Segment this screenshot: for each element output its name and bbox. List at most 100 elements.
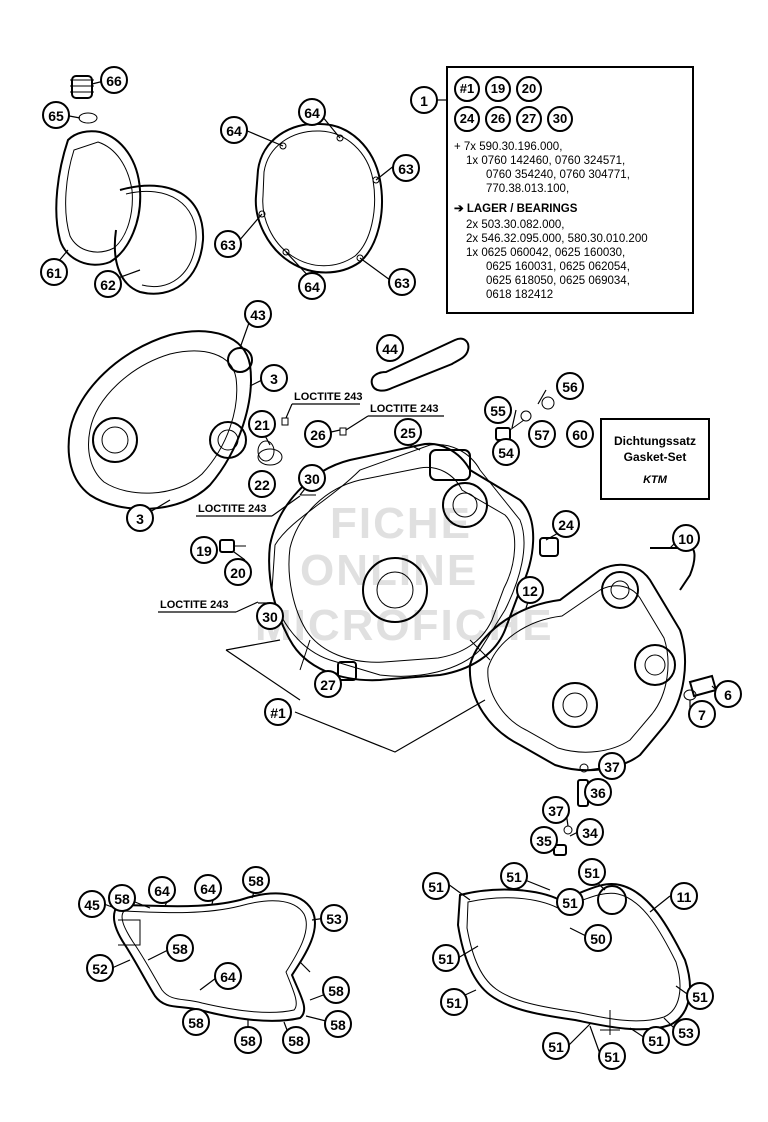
callout-circle (530, 826, 558, 854)
callout-label: 50 (590, 931, 606, 947)
callout-circle (248, 410, 276, 438)
clutch-cover-drawing (55, 75, 205, 295)
loctite-label: LOCTITE 243 (294, 391, 362, 403)
callout-label: 53 (326, 911, 342, 927)
callout-circle (686, 982, 714, 1010)
svg-text:ONLINE: ONLINE (300, 546, 478, 595)
case-gasket-drawing (271, 443, 525, 677)
part-callout: 64 (298, 98, 326, 126)
callout-circle (242, 866, 270, 894)
part-callout: 35 (530, 826, 558, 854)
callout-label: 63 (398, 161, 414, 177)
kit-refs-row-2: 24 26 27 30 (454, 106, 694, 132)
callout-circle (598, 752, 626, 780)
callout-label: 60 (572, 427, 588, 443)
callout-label: 26 (310, 427, 326, 443)
callout-circle (422, 872, 450, 900)
callout-circle (320, 904, 348, 932)
callout-label: 43 (250, 307, 266, 323)
callout-circle (578, 858, 606, 886)
callout-label: 54 (498, 445, 514, 461)
loctite-label: LOCTITE 243 (370, 403, 438, 415)
part-callout: 58 (322, 976, 350, 1004)
kit-ref-badge: 26 (485, 106, 511, 132)
callout-label: 51 (584, 865, 600, 881)
callout-label: 10 (678, 531, 694, 547)
part-callout: 53 (320, 904, 348, 932)
part-callout: 7 (688, 700, 716, 728)
callout-circle (576, 818, 604, 846)
part-callout: 54 (492, 438, 520, 466)
callout-circle (298, 464, 326, 492)
part-callout: 58 (108, 884, 136, 912)
callout-label: 51 (604, 1049, 620, 1065)
callout-label: 58 (240, 1033, 256, 1049)
part-callout: 22 (248, 470, 276, 498)
callout-label: 62 (100, 277, 116, 293)
callout-circle (672, 1018, 700, 1046)
callout-label: 58 (328, 983, 344, 999)
kit-heading: ➔ LAGER / BEARINGS (454, 203, 578, 215)
part-callout: 37 (598, 752, 626, 780)
callout-circle (542, 1032, 570, 1060)
bracket-drawing (370, 337, 470, 392)
callout-circle (324, 1010, 352, 1038)
part-callout: 51 (578, 858, 606, 886)
clutch-cover-gasket-drawing (113, 892, 317, 1022)
callout-label: 45 (84, 897, 100, 913)
part-callout: 37 (542, 796, 570, 824)
callout-circle (304, 420, 332, 448)
gasket-set-title-de: Dichtungssatz (613, 434, 696, 448)
callout-label: 58 (288, 1033, 304, 1049)
callout-circle (688, 700, 716, 728)
part-callout: 36 (584, 778, 612, 806)
part-callout: 25 (394, 418, 422, 446)
callout-circle (86, 954, 114, 982)
part-callout: 27 (314, 670, 342, 698)
callout-label: 51 (428, 879, 444, 895)
callout-label: 61 (46, 265, 62, 281)
callout-circle (224, 558, 252, 586)
gasket-set-box: Dichtungssatz Gasket-Set KTM (600, 418, 710, 500)
callout-label: 36 (590, 785, 606, 801)
part-callout: 3 (260, 364, 288, 392)
kit-line: + 7x 590.30.196.000, (454, 141, 563, 153)
callout-label: 63 (220, 237, 236, 253)
kit-refs-row-1: #1 19 20 (454, 76, 694, 102)
kit-line: 0625 160031, 0625 062054, (486, 261, 630, 273)
part-callout: 64 (194, 874, 222, 902)
callout-circle (282, 1026, 310, 1054)
callout-label: 58 (248, 873, 264, 889)
part-callout: 51 (432, 944, 460, 972)
callout-label: 64 (304, 279, 320, 295)
part-callout: 1 (410, 86, 438, 114)
callout-circle (126, 504, 154, 532)
callout-circle (234, 1026, 262, 1054)
part-callout: 58 (234, 1026, 262, 1054)
callout-label: 66 (106, 73, 122, 89)
kit-contents-box: #1 19 20 24 26 27 30 + 7x 590.30.196.000… (446, 66, 694, 314)
callout-circle (40, 258, 68, 286)
callout-circle (100, 66, 128, 94)
callout-label: 30 (304, 471, 320, 487)
loctite-labels: LOCTITE 243 LOCTITE 243 LOCTITE 243 LOCT… (158, 391, 444, 613)
callout-label: 1 (420, 93, 428, 109)
kit-ref-badge: 24 (454, 106, 480, 132)
part-callout: 34 (576, 818, 604, 846)
callout-label: 37 (604, 759, 620, 775)
part-callout: 3 (126, 504, 154, 532)
svg-text:FICHE: FICHE (330, 499, 472, 548)
part-callout: 52 (86, 954, 114, 982)
callout-label: 27 (320, 677, 336, 693)
part-callout: 10 (672, 524, 700, 552)
part-callout: 53 (672, 1018, 700, 1046)
part-callout: 58 (166, 934, 194, 962)
callout-label: 20 (230, 565, 246, 581)
right-crankcase-drawing (468, 547, 696, 772)
callout-label: 12 (522, 583, 538, 599)
callout-circle (598, 1042, 626, 1070)
callout-circle (500, 862, 528, 890)
callout-circle (714, 680, 742, 708)
part-callout: 64 (220, 116, 248, 144)
callout-circle (214, 230, 242, 258)
